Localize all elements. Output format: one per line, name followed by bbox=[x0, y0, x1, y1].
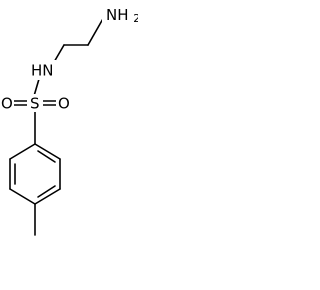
molecule-diagram: NH 2 HN S O O bbox=[0, 4, 138, 236]
ring-inner-bond-2 bbox=[37, 185, 56, 198]
bond-group bbox=[9, 16, 105, 236]
ring-bond-1 bbox=[34, 143, 61, 160]
bond-nh-s bbox=[33, 78, 40, 97]
oxygen-right-label-bg bbox=[56, 94, 72, 112]
bond-nh2-c1 bbox=[87, 16, 105, 46]
oxygen-right-label: O bbox=[58, 95, 70, 113]
amine-label-main: NH bbox=[106, 6, 129, 24]
sulfur-label: S bbox=[30, 95, 40, 113]
oxygen-left-label-bg bbox=[0, 94, 14, 112]
sulfur-label-bg bbox=[27, 94, 43, 112]
atom-label-group: NH 2 HN S O O bbox=[0, 4, 138, 113]
ring-bond-4 bbox=[9, 188, 36, 205]
amine-label-bg bbox=[102, 4, 134, 24]
amide-nh-label-bg bbox=[28, 60, 56, 80]
amide-nh-label: HN bbox=[31, 62, 54, 80]
ring-bond-3 bbox=[34, 188, 61, 205]
ring-bond-6 bbox=[9, 143, 36, 160]
ring-inner-bond-1 bbox=[37, 150, 56, 163]
amine-label-subscript: 2 bbox=[133, 12, 138, 25]
oxygen-left-label: O bbox=[1, 95, 13, 113]
amine-label: NH 2 bbox=[106, 6, 138, 26]
